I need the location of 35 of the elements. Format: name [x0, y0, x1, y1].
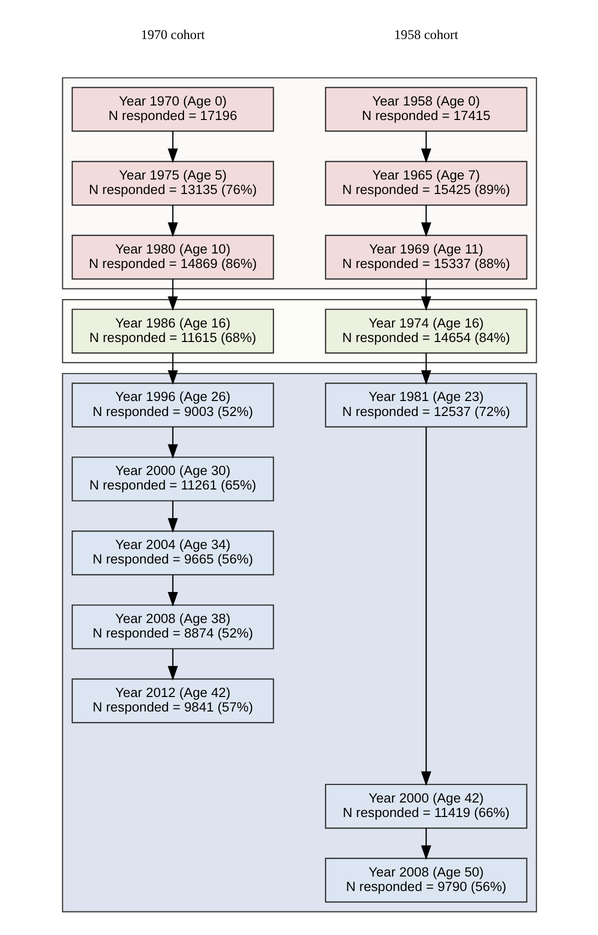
arrow: [167, 205, 178, 237]
label: 1970 cohort: [140, 26, 204, 42]
label: 1958 cohort: [394, 26, 458, 42]
node-box: Year 2000 (Age 30) N responded = 11261 (65%): [71, 456, 274, 502]
node-box: Year 1965 (Age 7) N responded = 15425 (89%): [324, 160, 527, 206]
arrow: [420, 353, 431, 385]
node-box: Year 1969 (Age 11) N responded = 15337 (88%): [324, 234, 527, 280]
arrow: [420, 279, 431, 311]
node-box: Year 2008 (Age 50) N responded = 9790 (56%): [324, 858, 527, 903]
node-box: Year 1981 (Age 23) N responded = 12537 (72%): [324, 382, 527, 428]
node-box: Year 2012 (Age 42) N responded = 9841 (57%): [71, 678, 274, 724]
arrow: [167, 353, 178, 385]
arrow: [420, 131, 431, 164]
node-box: Year 1975 (Age 5) N responded = 13135 (76%): [71, 160, 274, 206]
node-box: Year 1986 (Age 16) N responded = 11615 (68%): [71, 308, 274, 354]
cluster: [61, 77, 537, 290]
node-box: Year 2000 (Age 42) N responded = 11419 (66%): [324, 784, 527, 829]
node-box: Year 1996 (Age 26) N responded = 9003 (52%): [71, 382, 274, 428]
node-box: Year 1974 (Age 16) N responded = 14654 (84%): [324, 308, 527, 354]
node-box: Year 1970 (Age 0) N responded = 17196: [71, 86, 274, 132]
node-box: Year 1980 (Age 10) N responded = 14869 (86%): [71, 234, 274, 280]
arrow: [167, 500, 178, 533]
node-box: Year 2004 (Age 34) N responded = 9665 (56%): [71, 530, 274, 576]
arrow: [167, 648, 178, 681]
arrow: [167, 131, 178, 164]
arrow: [167, 426, 178, 459]
node-box: Year 2008 (Age 38) N responded = 8874 (52%): [71, 604, 274, 650]
arrow: [420, 427, 431, 786]
cluster: [61, 299, 537, 364]
arrow: [167, 279, 178, 311]
arrow: [420, 205, 431, 237]
arrow: [420, 828, 431, 860]
arrow: [167, 574, 178, 607]
node-box: Year 1958 (Age 0) N responded = 17415: [324, 86, 527, 132]
cluster: [61, 372, 537, 912]
